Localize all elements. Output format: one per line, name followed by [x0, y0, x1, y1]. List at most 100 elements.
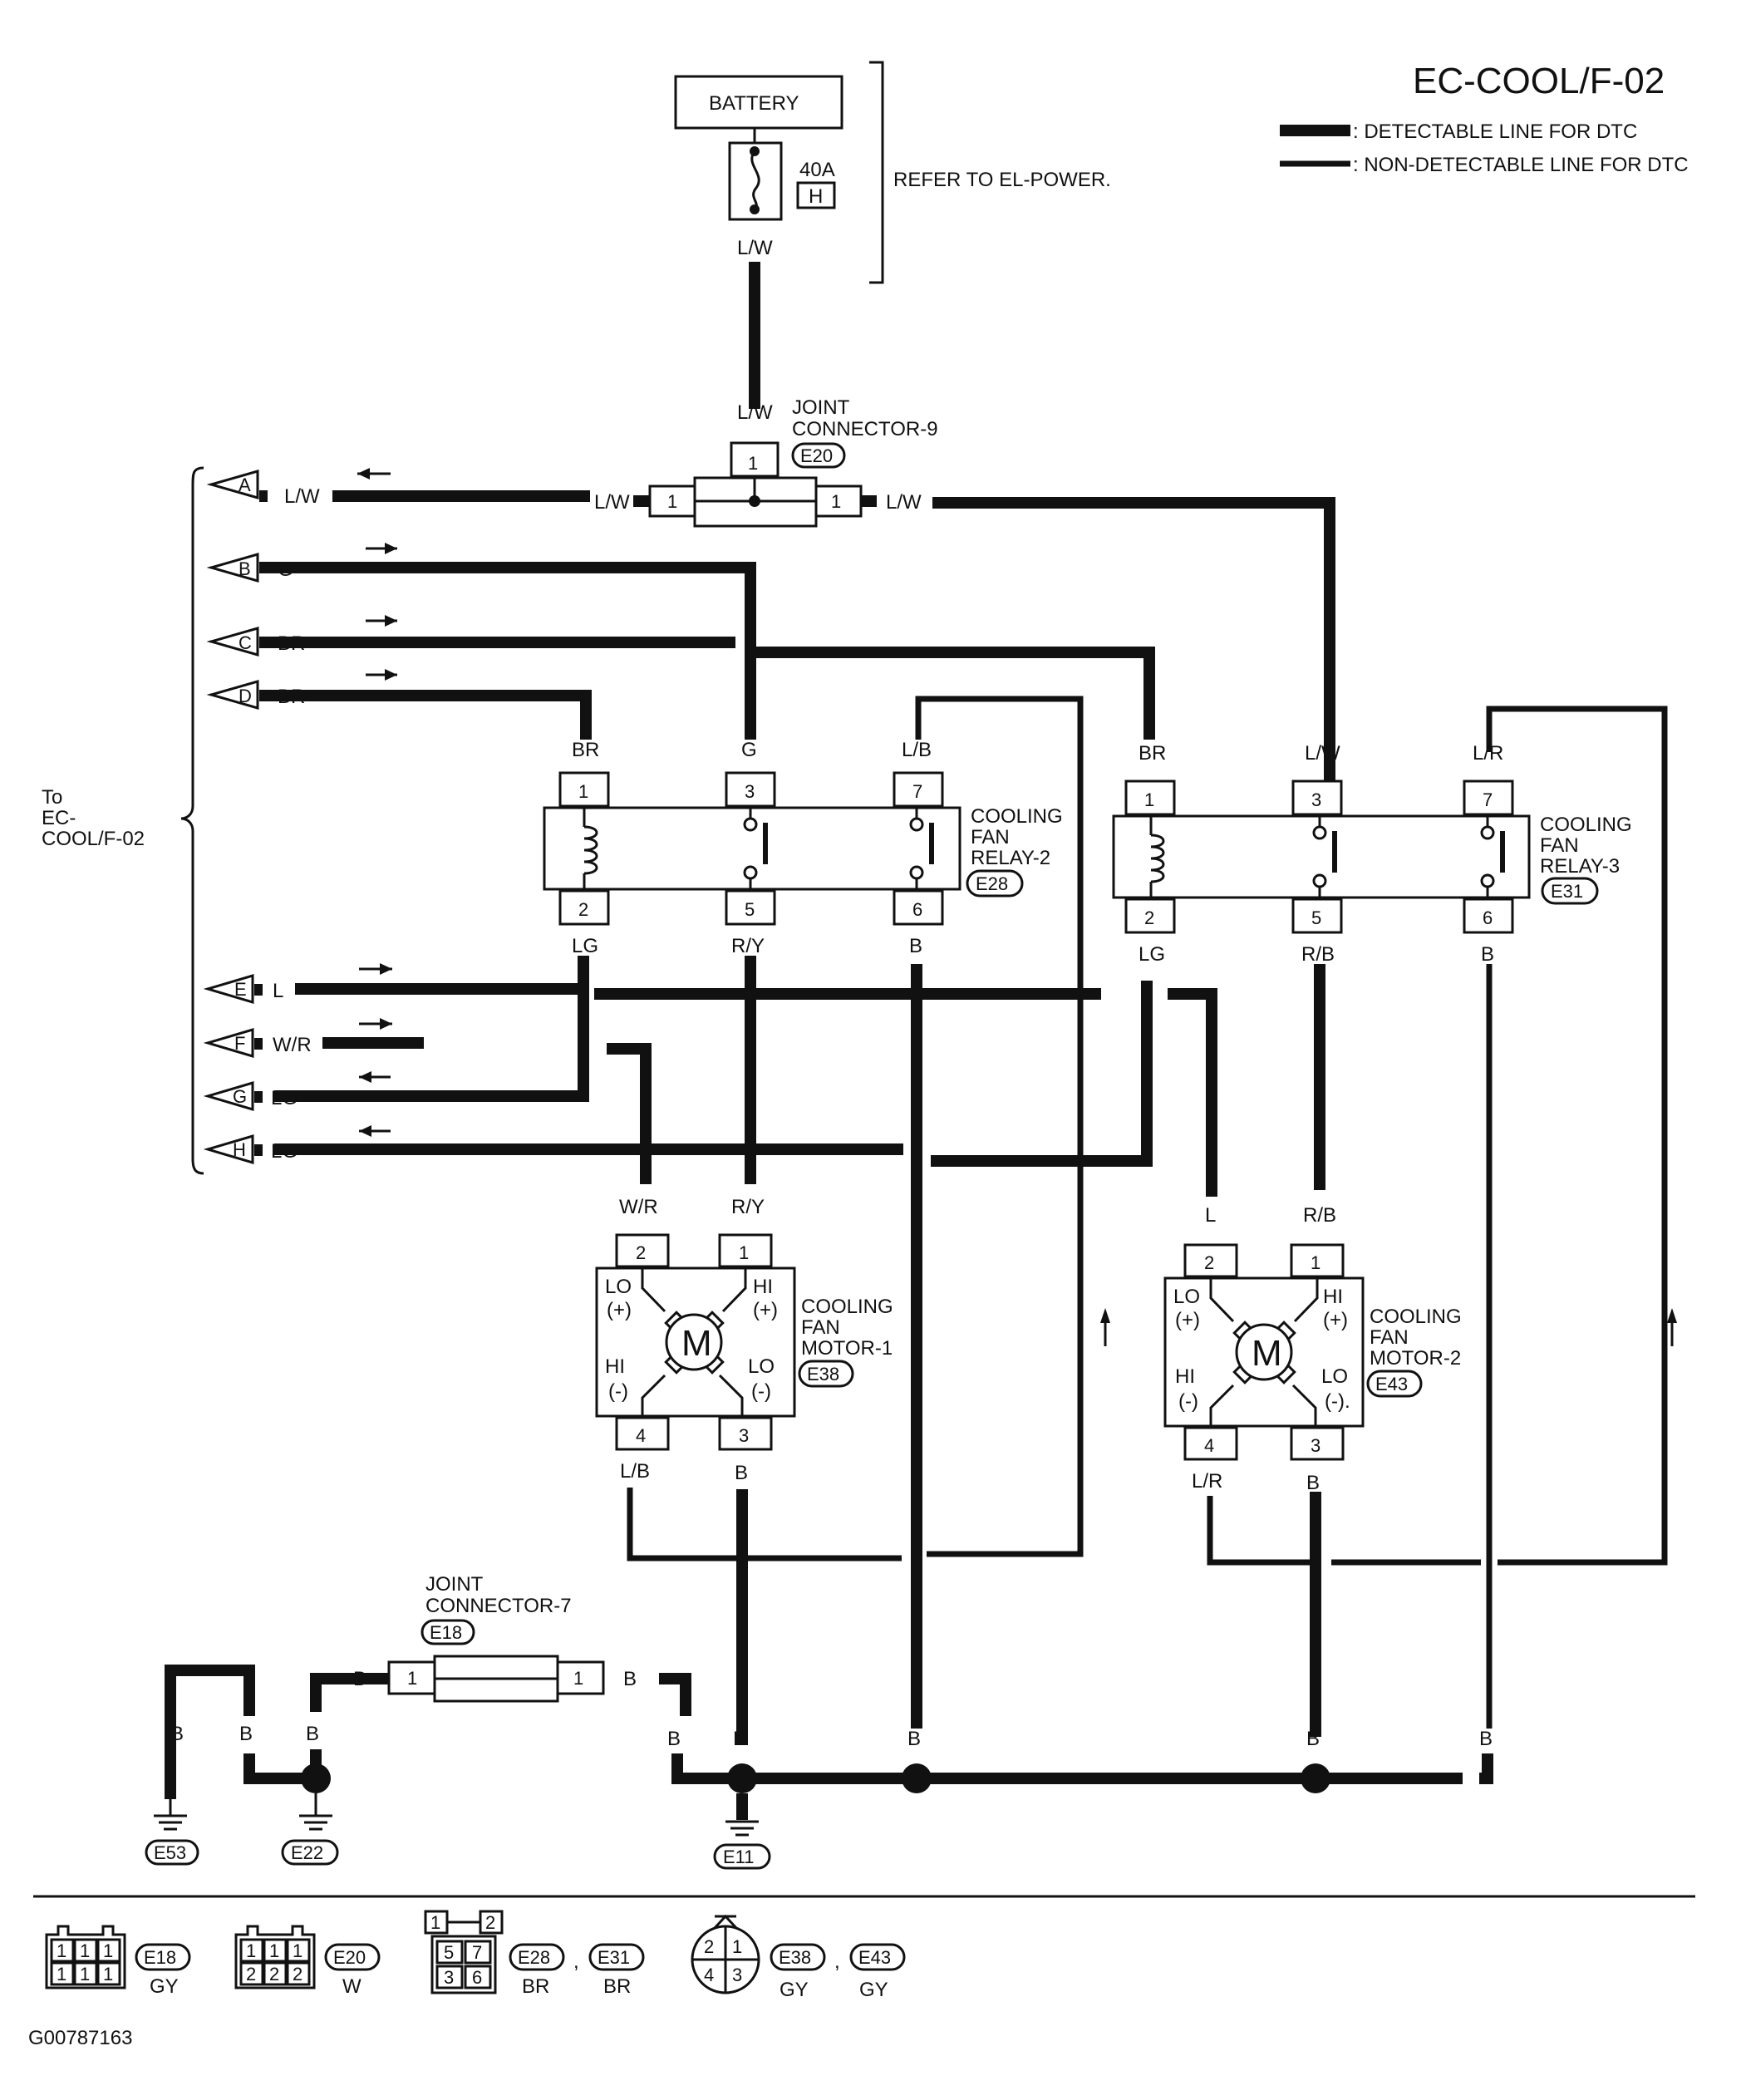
relay2-title-1: COOLING: [971, 805, 1063, 828]
ground-e22: E22: [281, 1793, 339, 1866]
relay2-contact-7-6: [929, 823, 934, 864]
e20-cell-4: 2: [246, 1964, 256, 1984]
to-label-2: EC-: [42, 807, 76, 829]
motor2-hi-plus-label: HI: [1323, 1286, 1343, 1308]
figure-id: G00787163: [28, 2027, 132, 2049]
joint-connector-7: JOINT CONNECTOR-7 E18 1 1 B B: [353, 1573, 637, 1703]
offpage-connector-c: C BR: [206, 615, 397, 657]
wire-label-lw-fuse: L/W: [737, 237, 773, 259]
e20-code: E20: [333, 1947, 366, 1968]
motor2-wire-3: B: [1306, 1472, 1320, 1494]
jc7-wire-right: B: [623, 1668, 637, 1690]
fuse-element: [750, 150, 760, 211]
motor2-pin-4: 4: [1204, 1435, 1214, 1456]
e38-cell-1: 1: [732, 1936, 742, 1957]
jc7-pin-right: 1: [573, 1668, 583, 1689]
offpage-e-letter: E: [234, 979, 247, 1000]
jc7-title-2: CONNECTOR-7: [425, 1595, 572, 1617]
fuse-code-box: [796, 181, 836, 209]
motor2-hi-minus-sign: (-): [1178, 1390, 1198, 1413]
jc7-wire-left: B: [353, 1668, 366, 1690]
relay3-contact-7-6: [1500, 831, 1505, 873]
relay2-pin-1: 1: [578, 781, 588, 802]
e18-cell-2: 1: [80, 1940, 90, 1961]
e20-cell-5: 2: [269, 1964, 279, 1984]
e43-color: GY: [859, 1979, 888, 2001]
wire-b-relay3: B: [1479, 1728, 1493, 1750]
motor2-wire-1: R/B: [1303, 1204, 1336, 1227]
motor2-lo-plus-label: LO: [1173, 1286, 1200, 1308]
relay3-wire-2: LG: [1139, 943, 1165, 966]
wire-label-lw-jc9-left: L/W: [594, 491, 630, 514]
battery-label: BATTERY: [709, 92, 799, 115]
motor1-wire-4: L/B: [620, 1460, 650, 1483]
relay3-title-3: RELAY-3: [1540, 855, 1620, 878]
jc7-code: E18: [430, 1622, 462, 1643]
relay2-wire-5: R/Y: [731, 935, 765, 957]
jc7-title-1: JOINT: [425, 1573, 484, 1596]
motor1-m: M: [681, 1323, 712, 1364]
motor2-wire-2: L: [1205, 1204, 1216, 1227]
relay2-code: E28: [976, 873, 1008, 894]
relay3-wire-5: R/B: [1301, 943, 1335, 966]
offpage-f-letter: F: [234, 1033, 245, 1054]
e28-cell-6: 6: [472, 1967, 482, 1988]
cooling-fan-motor-2: L R/B 2 1 LO (+) HI (+) HI (-) LO (-). M…: [1163, 1204, 1462, 1494]
motor2-lo-minus-label: LO: [1321, 1365, 1348, 1388]
relay2-wire-1: BR: [572, 739, 599, 761]
e31-color: BR: [603, 1975, 631, 1998]
offpage-c-letter: C: [239, 632, 252, 653]
motor2-lo-minus-sign: (-).: [1325, 1390, 1350, 1413]
motor2-pin-1: 1: [1311, 1252, 1321, 1273]
ground-wire-labels: B B B B B B B B: [170, 1723, 1493, 1750]
fuse-rating: 40A: [799, 159, 835, 181]
e28-cell-1: 1: [430, 1912, 440, 1933]
e38-cell-3: 3: [732, 1965, 742, 1985]
relay3-pin-3: 3: [1311, 789, 1321, 810]
motor1-code: E38: [807, 1364, 839, 1384]
offpage-connector-f: F W/R: [203, 1018, 392, 1059]
e28-cell-5: 5: [444, 1942, 454, 1963]
wiring-non-detectable: [165, 696, 1668, 1799]
comma-2: ,: [834, 1950, 840, 1973]
motor1-lo-plus-label: LO: [605, 1276, 632, 1298]
e38-color: GY: [780, 1979, 809, 2001]
to-label-1: To: [42, 786, 62, 809]
motor1-pin-1: 1: [739, 1242, 749, 1263]
motor2-wire-4: L/R: [1192, 1470, 1222, 1493]
relay3-wire-6: B: [1481, 943, 1494, 966]
ground-e11-code: E11: [723, 1847, 755, 1867]
e28-code: E28: [518, 1947, 550, 1968]
comma-1: ,: [573, 1950, 579, 1973]
jc7-pin-left: 1: [407, 1668, 417, 1689]
wiring-detectable: [268, 490, 1335, 1197]
motor1-wire-1: R/Y: [731, 1196, 765, 1218]
e18-cell-4: 1: [57, 1964, 66, 1984]
motor2-symbol: [1235, 1323, 1293, 1381]
motor1-lo-plus-sign: (+): [607, 1299, 632, 1321]
relay2-wire-6: B: [909, 935, 922, 957]
motor2-m: M: [1252, 1333, 1282, 1374]
motor2-lo-plus-sign: (+): [1175, 1309, 1200, 1331]
cooling-fan-relay-3: BR L/W L/R 1 3 7 2 5 6 LG R/B B COOLING …: [1112, 742, 1632, 966]
connector-view-e38-e43: 2 1 4 3 E38 , E43 GY GY: [691, 1914, 906, 2001]
relay2-pin-6: 6: [912, 899, 922, 920]
motor2-title-1: COOLING: [1370, 1306, 1462, 1328]
to-label-3: COOL/F-02: [42, 828, 145, 850]
relay2-wire-2: LG: [572, 935, 598, 957]
jc9-pin-right: 1: [831, 491, 841, 512]
motor2-pin-2: 2: [1204, 1252, 1214, 1273]
offpage-a-letter: A: [239, 475, 251, 495]
wire-b-e53: B: [170, 1723, 184, 1745]
motor1-hi-plus-label: HI: [753, 1276, 773, 1298]
e18-cell-5: 1: [80, 1964, 90, 1984]
wire-label-lw-jc9: L/W: [737, 401, 773, 424]
legend-detectable-text: : DETECTABLE LINE FOR DTC: [1353, 120, 1637, 143]
offpage-connector-a: A L/W: [206, 468, 391, 508]
ground-e53: E53: [145, 1799, 199, 1866]
e28-cell-7: 7: [472, 1942, 482, 1963]
motor2-code: E43: [1375, 1374, 1408, 1394]
ground-e11: E11: [713, 1793, 771, 1870]
jc9-title-2: CONNECTOR-9: [792, 418, 938, 440]
junction-dot-relay2: [902, 1763, 932, 1793]
